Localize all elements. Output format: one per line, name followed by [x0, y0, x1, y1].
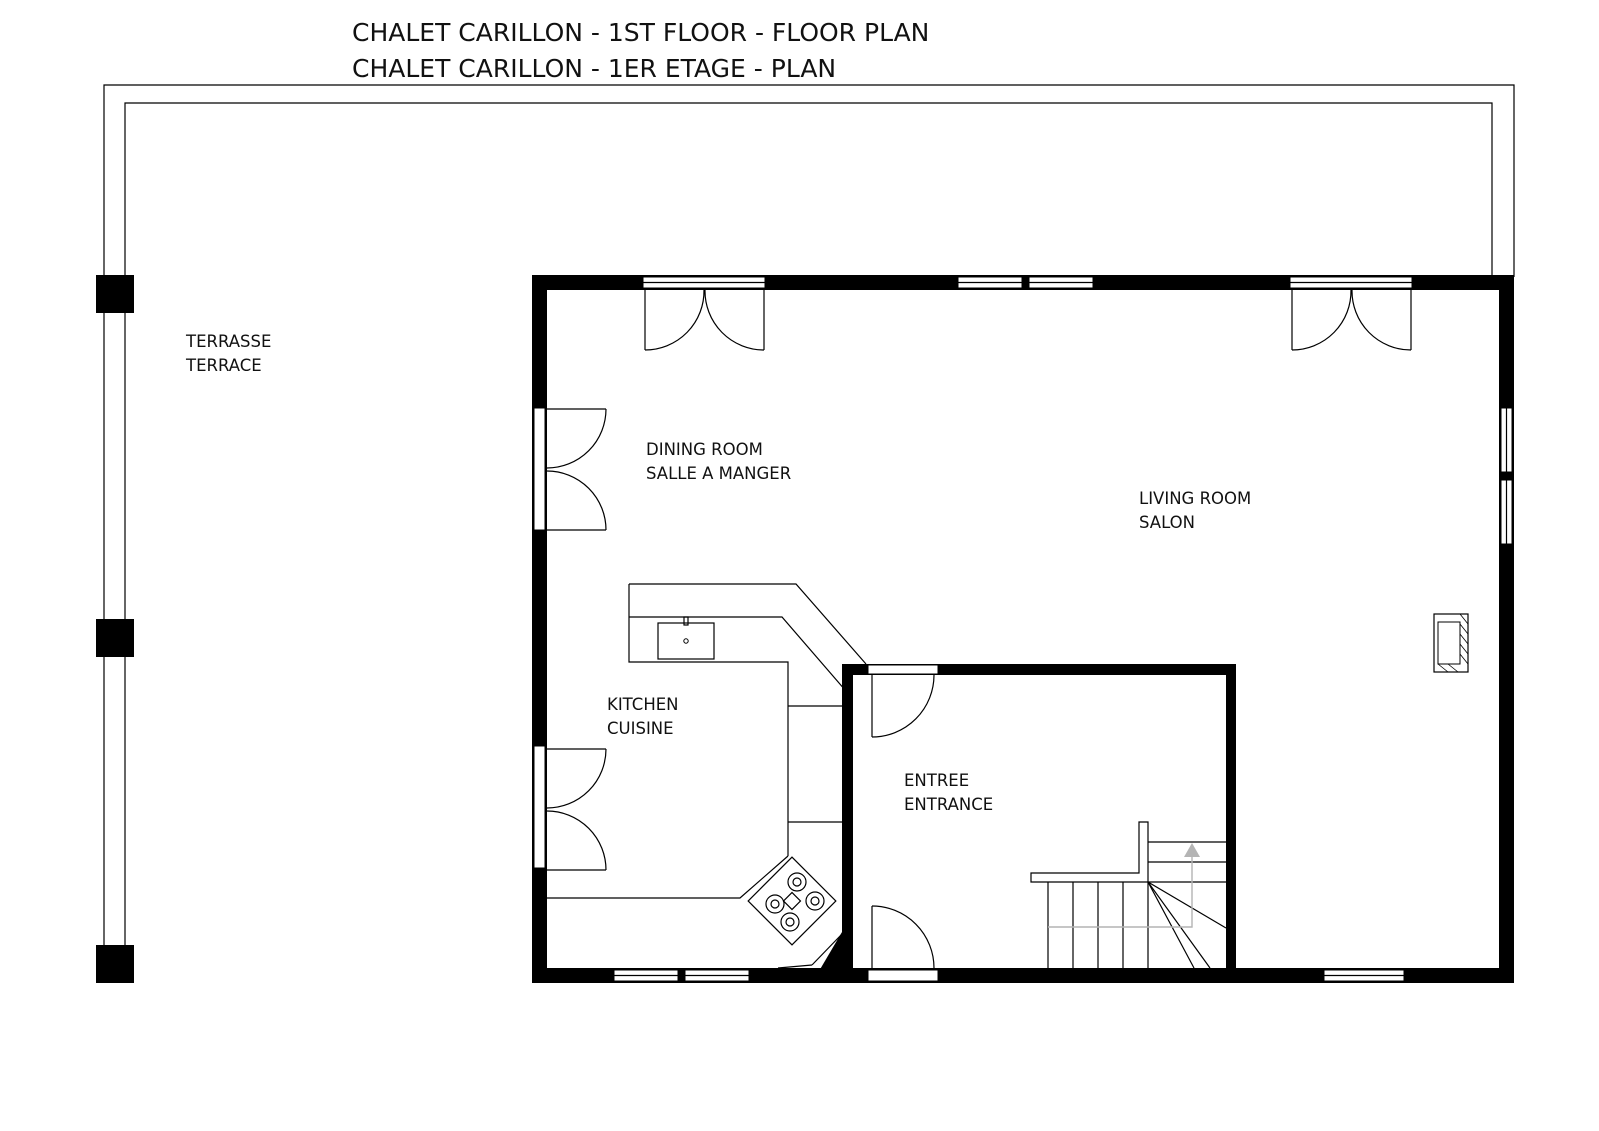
room-label-line: ENTRANCE — [904, 795, 993, 814]
room-label-line: ENTREE — [904, 771, 969, 790]
room-label-line: LIVING ROOM — [1139, 489, 1251, 508]
kitchen-counters — [547, 583, 867, 969]
room-label-living: LIVING ROOM SALON — [1139, 489, 1251, 532]
exterior-walls — [532, 275, 1514, 983]
room-label-line: SALLE A MANGER — [646, 464, 791, 483]
room-label-line: KITCHEN — [607, 695, 679, 714]
room-label-line: TERRACE — [185, 356, 262, 375]
door-swings — [546, 289, 1412, 969]
stair-walk-line — [1048, 857, 1193, 928]
stair-direction-arrow-icon — [1184, 843, 1200, 857]
room-label-terrace: TERRASSE TERRACE — [185, 332, 271, 375]
cooktop-icon — [747, 856, 837, 946]
wall-openings — [533, 276, 1513, 982]
room-label-kitchen: KITCHEN CUISINE — [607, 695, 679, 738]
room-label-dining: DINING ROOM SALLE A MANGER — [646, 440, 791, 483]
room-label-line: SALON — [1139, 513, 1195, 532]
fireplace-icon — [1433, 613, 1469, 673]
plan-title-english: CHALET CARILLON - 1ST FLOOR - FLOOR PLAN — [352, 18, 929, 47]
terrace-outline — [103, 84, 1515, 945]
staircase — [1030, 821, 1227, 969]
sink-icon — [657, 616, 715, 660]
terrace-posts — [96, 275, 134, 983]
entrance-walls — [812, 664, 1236, 983]
room-label-line: TERRASSE — [185, 332, 271, 351]
plan-title-french: CHALET CARILLON - 1ER ETAGE - PLAN — [352, 54, 836, 83]
room-label-line: CUISINE — [607, 719, 674, 738]
room-label-line: DINING ROOM — [646, 440, 763, 459]
room-label-entrance: ENTREE ENTRANCE — [904, 771, 993, 814]
